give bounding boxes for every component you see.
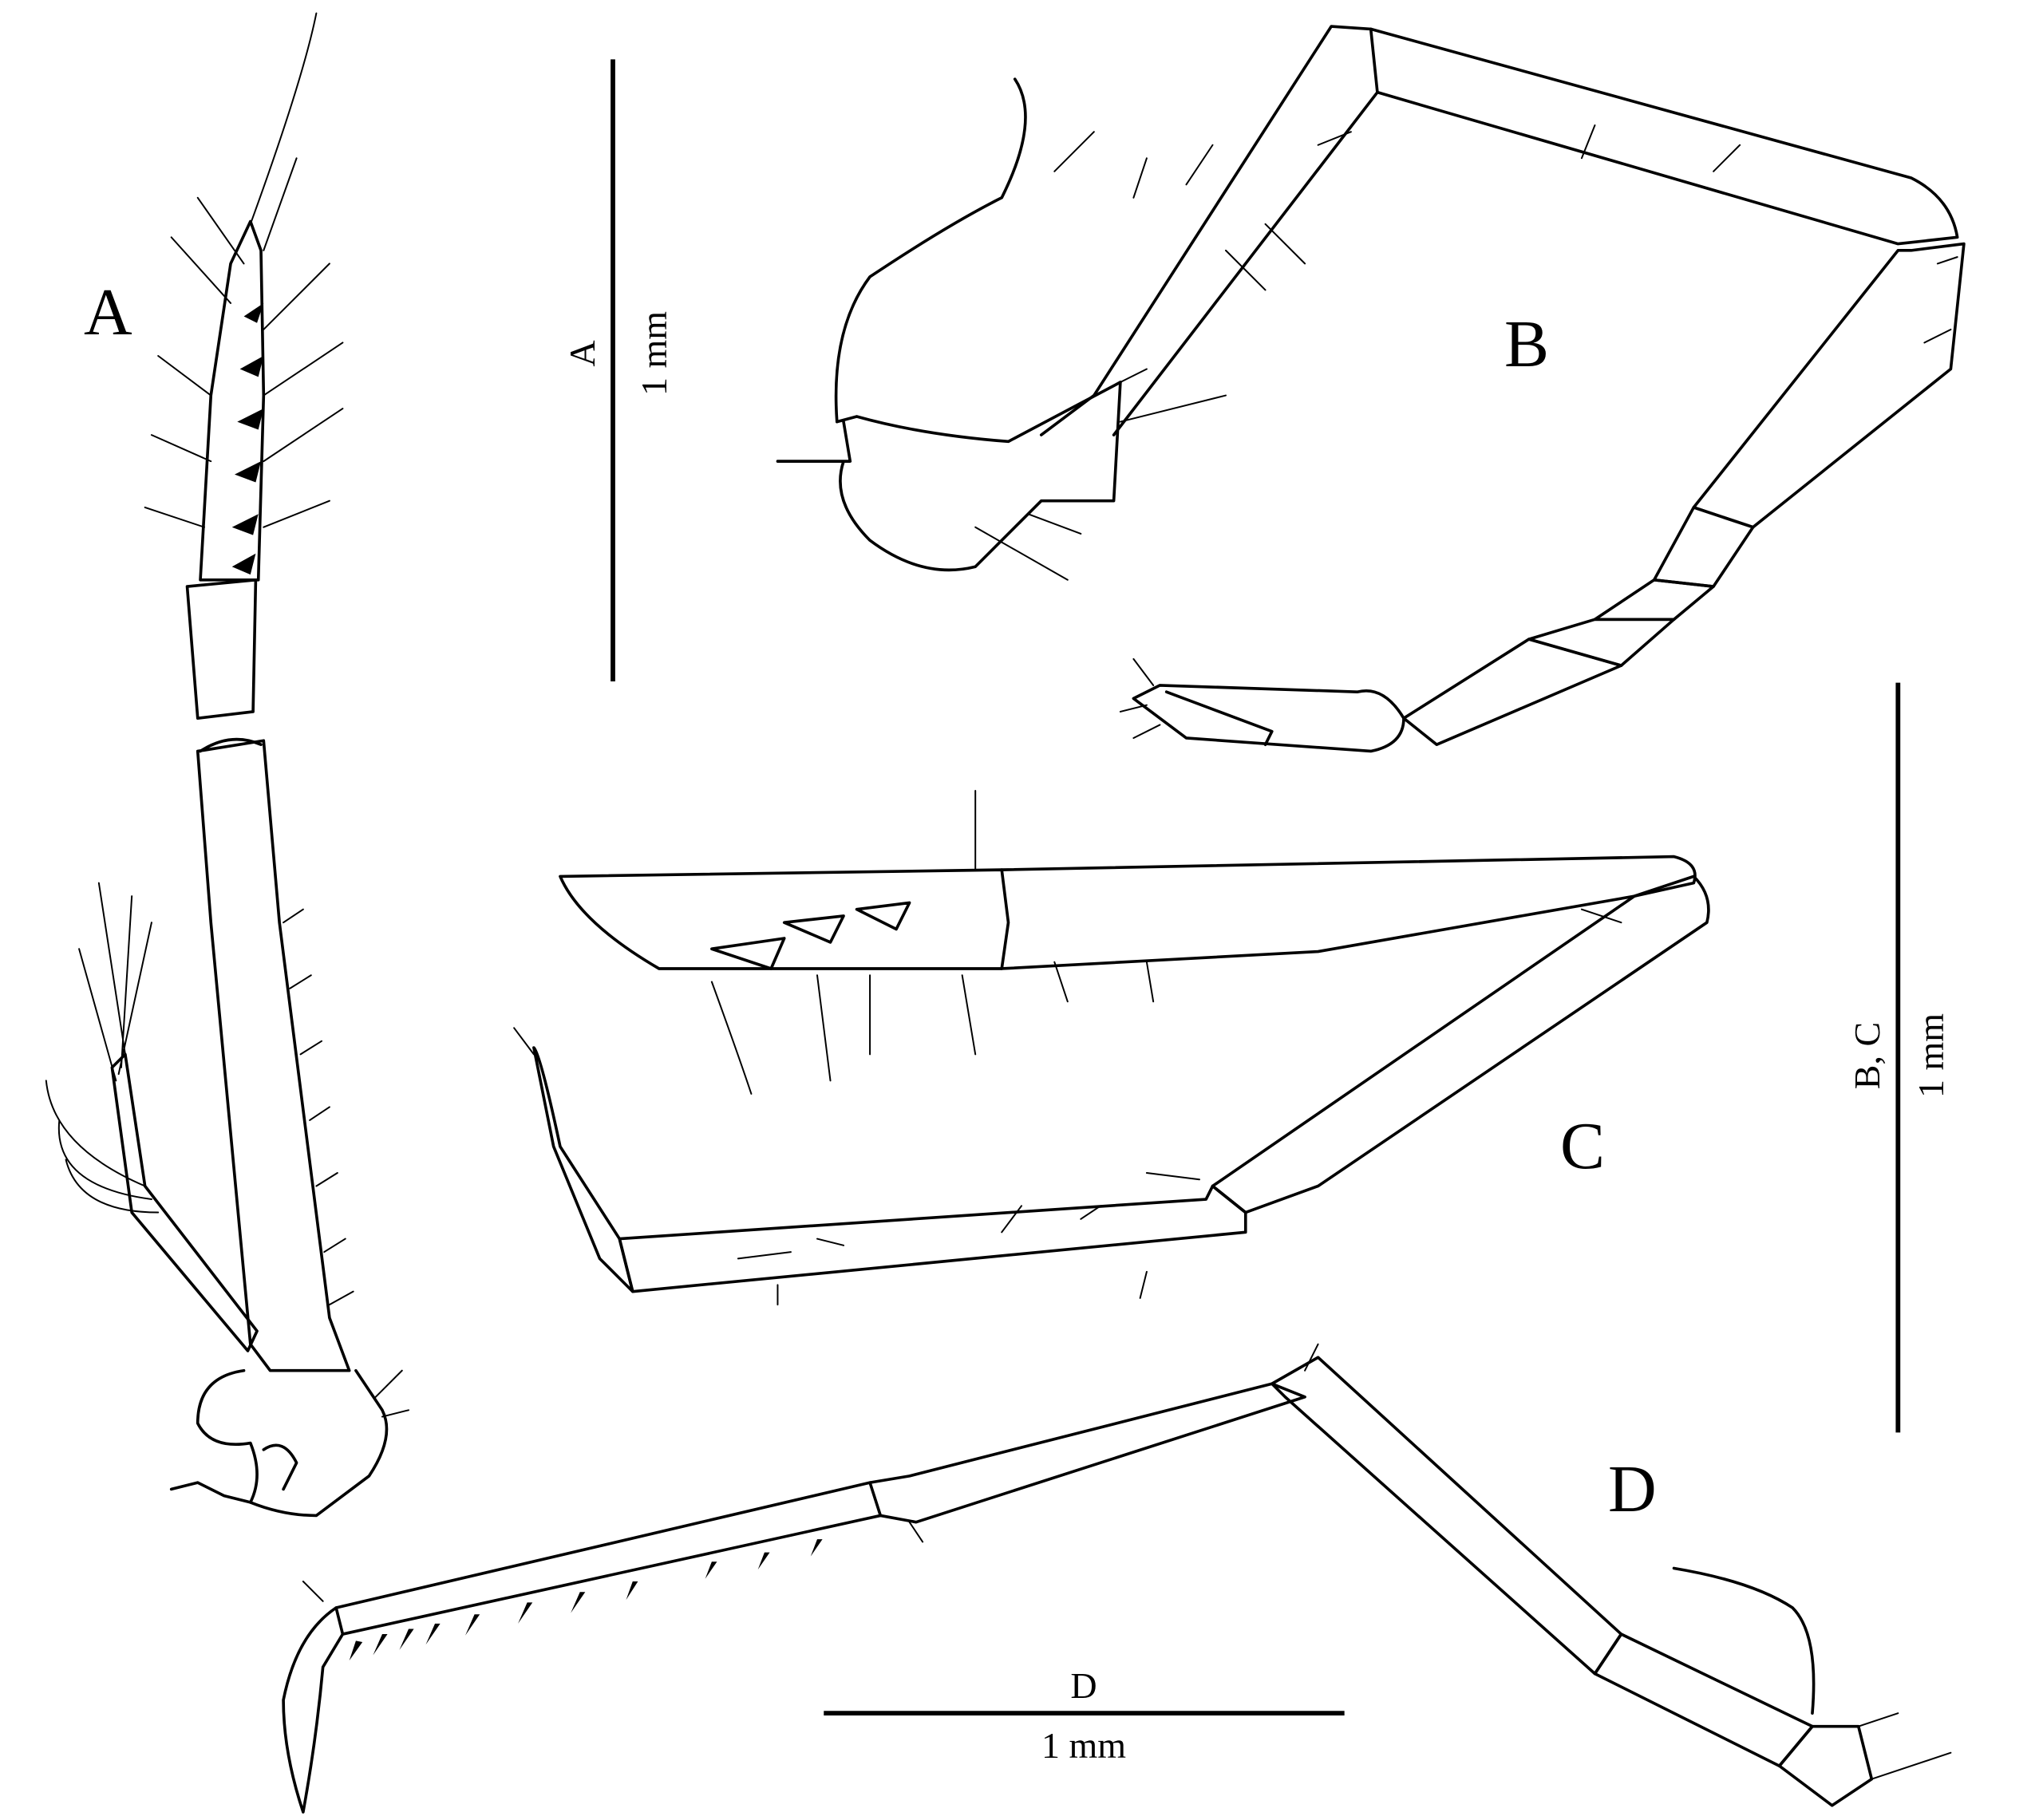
appendage-a-drawing (45, 12, 409, 1518)
panel-label-b: B (1504, 307, 1550, 381)
appendage-b-drawing (776, 25, 1966, 753)
scale-bar-a-length: 1 mm (634, 310, 674, 397)
scale-bar-a-panel: A (562, 340, 603, 367)
panel-label-a: A (84, 275, 132, 349)
appendage-c-drawing (513, 790, 1710, 1306)
scale-bar-bc-length: 1 mm (1911, 1013, 1951, 1099)
scale-bar-bc-panel: B, C (1847, 1021, 1887, 1090)
panel-label-d: D (1608, 1452, 1657, 1526)
scale-bar-d-panel: D (1070, 1665, 1097, 1706)
panel-label-c: C (1560, 1109, 1606, 1183)
appendage-d-drawing (282, 1343, 1952, 1814)
scale-bar-d-length: 1 mm (1041, 1725, 1127, 1766)
